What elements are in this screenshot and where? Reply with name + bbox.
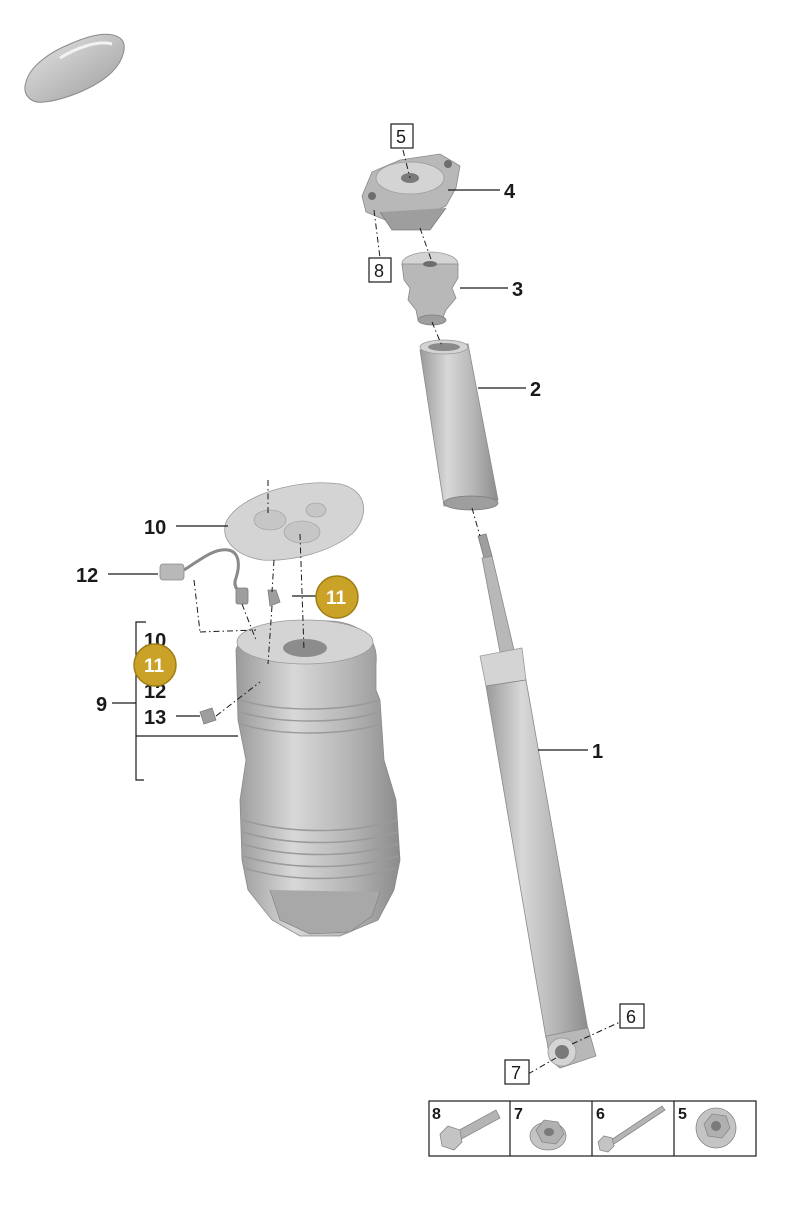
legend-cell-6[interactable]: 6	[596, 1105, 666, 1153]
callout-9: 9	[96, 694, 107, 716]
callout-12: 12	[76, 565, 98, 587]
callout-2: 2	[530, 379, 541, 401]
svg-text:6: 6	[626, 1007, 636, 1027]
shock-absorber-part	[477, 533, 597, 1069]
hex-bolt-thin-icon	[597, 1105, 666, 1153]
cover-plate-part	[224, 482, 365, 561]
vehicle-model-icon	[24, 33, 125, 103]
legend-cell-7[interactable]: 7	[514, 1106, 567, 1151]
badge-11-group[interactable]: 11	[133, 643, 177, 687]
callout-1: 1	[592, 741, 603, 763]
callout-4: 4	[504, 181, 516, 203]
svg-text:7: 7	[511, 1063, 521, 1083]
boxed-callout-5: 5	[390, 123, 414, 149]
callout-13: 13	[144, 707, 166, 729]
boxed-callout-6: 6	[619, 1003, 645, 1029]
svg-text:7: 7	[514, 1106, 523, 1123]
leader-lines	[108, 189, 588, 781]
clip-part	[267, 589, 281, 607]
svg-text:5: 5	[678, 1106, 687, 1123]
hex-nut-self-locking-icon	[695, 1107, 737, 1149]
callout-10: 10	[144, 517, 166, 539]
sensor-cable-part	[159, 548, 249, 605]
hex-bolt-long-icon	[439, 1109, 501, 1151]
dust-boot-part	[419, 339, 499, 511]
assembly-axis-lines	[193, 149, 621, 1075]
boxed-callout-8: 8	[368, 257, 392, 283]
svg-text:8: 8	[432, 1106, 441, 1123]
svg-text:8: 8	[374, 261, 384, 281]
callout-3: 3	[512, 279, 523, 301]
badge-11-clip[interactable]: 11	[315, 575, 359, 619]
callout-labels: 1 2 3 4 10 12 9 13 10 12	[76, 181, 603, 763]
legend-cell-8[interactable]: 8	[432, 1106, 501, 1151]
hex-nut-flange-icon	[529, 1119, 567, 1151]
top-mount-part	[361, 153, 461, 231]
bump-stop-part	[401, 251, 459, 326]
svg-text:6: 6	[596, 1106, 605, 1123]
valve-part	[199, 707, 217, 725]
svg-text:11: 11	[326, 588, 347, 609]
svg-text:11: 11	[144, 656, 165, 677]
svg-text:5: 5	[396, 127, 406, 147]
boxed-callout-7: 7	[504, 1059, 530, 1085]
air-spring-part	[235, 619, 401, 937]
group-item-12: 12	[144, 681, 166, 703]
hardware-legend: 8 7 6 5	[428, 1100, 757, 1157]
legend-cell-5[interactable]: 5	[678, 1106, 737, 1149]
